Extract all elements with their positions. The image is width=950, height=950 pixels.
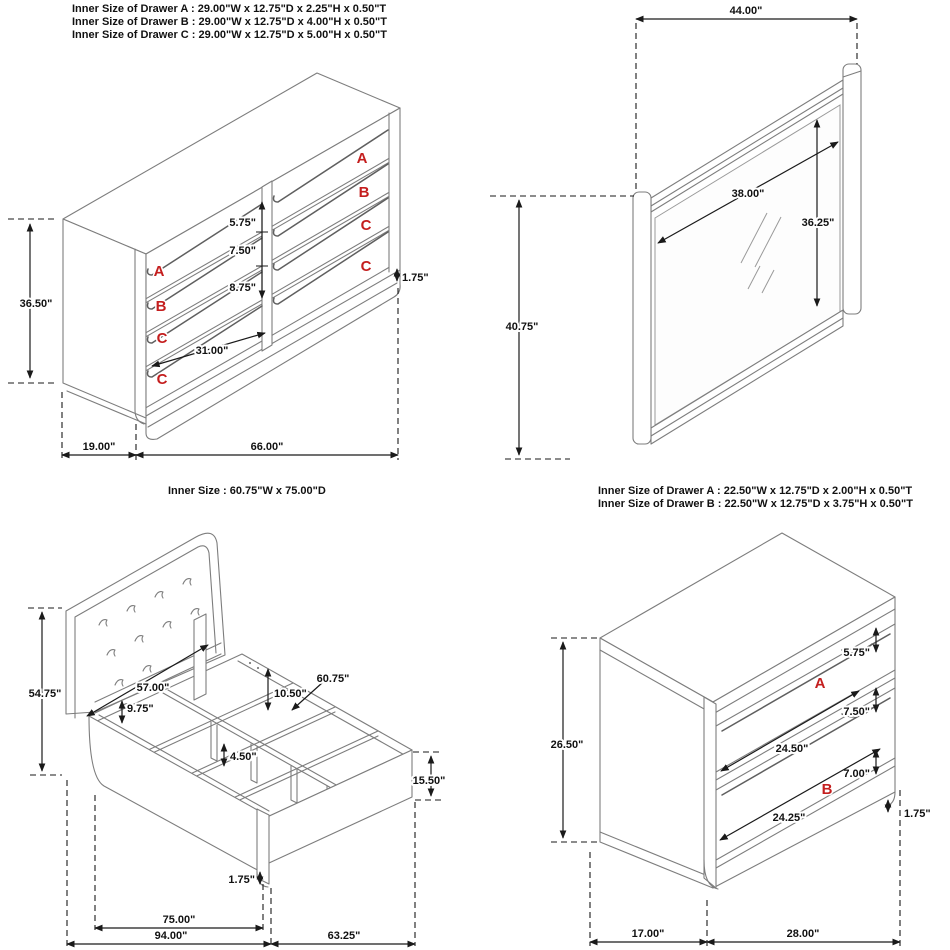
bed-slats bbox=[145, 682, 379, 805]
nightstand-drawer-b-width-dim: 24.25" bbox=[773, 812, 806, 824]
nightstand-gap-top-dim: 5.75" bbox=[843, 647, 870, 659]
dresser-left-drawer-a-label: A bbox=[154, 263, 165, 280]
nightstand-drawer-a-pull bbox=[841, 643, 873, 654]
nightstand-toe-kick-dim: 1.75" bbox=[904, 808, 931, 820]
bed-height-dim: 54.75" bbox=[29, 688, 62, 700]
bed-foot-dim: 1.75" bbox=[228, 874, 255, 886]
bed-drawing: 54.75" 57.00" 9.75" 10.50" 60.75" 4.50" … bbox=[27, 532, 447, 948]
dresser-right-drawer-c1-label: C bbox=[361, 217, 372, 234]
bed-headboard-width-dim: 57.00" bbox=[137, 682, 170, 694]
nightstand-height-dim: 26.50" bbox=[551, 739, 584, 751]
mirror-drawing: 44.00" 40.75" 38.00" 36.25" bbox=[490, 3, 862, 460]
nightstand-inner-size-text: Inner Size of Drawer A : 22.50"W x 12.75… bbox=[598, 485, 913, 511]
nightstand-drawer-b-label: B bbox=[822, 781, 833, 798]
bed-slat-leg-dim: 4.50" bbox=[230, 751, 257, 763]
dresser-inner-size-text: Inner Size of Drawer A : 29.00"W x 12.75… bbox=[72, 3, 387, 42]
dresser-drawer-a-spec: Inner Size of Drawer A : 29.00"W x 12.75… bbox=[72, 3, 387, 15]
mirror-height-dim: 40.75" bbox=[506, 321, 539, 333]
bed-inner-size-text: Inner Size : 60.75"W x 75.00"D bbox=[168, 485, 326, 498]
dresser-depth-dim: 19.00" bbox=[83, 441, 116, 453]
dresser-left-face bbox=[62, 218, 147, 419]
nightstand-depth-dim: 17.00" bbox=[632, 928, 665, 940]
dresser-height-dim: 36.50" bbox=[20, 298, 53, 310]
bed-rail-band-dim: 9.75" bbox=[127, 703, 154, 715]
bed-inner-length-dim: 75.00" bbox=[163, 914, 196, 926]
dresser-drawer-b-height-dim: 7.50" bbox=[229, 245, 256, 257]
nightstand-drawer-a-label: A bbox=[815, 675, 826, 692]
dresser-drawing: A B C C A B C C 5.75" 7.50" 8.75" 31.00"… bbox=[8, 72, 431, 460]
nightstand-width-dim: 28.00" bbox=[787, 928, 820, 940]
bed-headboard-post bbox=[193, 613, 207, 701]
dresser-drawer-b-spec: Inner Size of Drawer B : 29.00"W x 12.75… bbox=[72, 16, 387, 28]
nightstand-corner-post bbox=[703, 696, 717, 889]
mirror-width-dim: 44.00" bbox=[730, 5, 763, 17]
bed-inner-width-dim: 60.75" bbox=[317, 673, 350, 685]
bed-outer-width-dim: 63.25" bbox=[328, 930, 361, 942]
dresser-left-drawer-c1-label: C bbox=[157, 330, 168, 347]
bed-left-rail-face bbox=[88, 715, 262, 873]
dresser-right-drawer-b-label: B bbox=[359, 184, 370, 201]
dresser-left-drawer-c2-label: C bbox=[157, 371, 168, 388]
dresser-drawer-width-dim: 31.00" bbox=[196, 345, 229, 357]
dresser-drawer-a-height-dim: 5.75" bbox=[229, 217, 256, 229]
bed-foot-corner-post bbox=[256, 808, 270, 885]
bed-inner-size-spec: Inner Size : 60.75"W x 75.00"D bbox=[168, 485, 326, 497]
bed-outer-length-dim: 94.00" bbox=[155, 930, 188, 942]
dresser-drawer-c-spec: Inner Size of Drawer C : 29.00"W x 12.75… bbox=[72, 29, 387, 41]
bed-rail-inner-height-dim: 10.50" bbox=[274, 688, 307, 700]
nightstand-drawer-b-spec: Inner Size of Drawer B : 22.50"W x 12.75… bbox=[598, 498, 913, 510]
mirror-left-post bbox=[632, 191, 652, 445]
dresser-width-dim: 66.00" bbox=[251, 441, 284, 453]
mirror-right-post bbox=[842, 63, 862, 315]
nightstand-gap-bottom-dim: 7.00" bbox=[843, 768, 870, 780]
dresser-right-drawer-c2-label: C bbox=[361, 258, 372, 275]
mirror-glass-width-dim: 38.00" bbox=[732, 188, 765, 200]
mirror-glass-height-dim: 36.25" bbox=[802, 217, 835, 229]
nightstand-drawing: A B 26.50" 5.75" 7.50" 7.00" 24.50" 24.2… bbox=[549, 532, 933, 946]
dresser-drawer-c-height-dim: 8.75" bbox=[229, 282, 256, 294]
dresser-right-drawer-a-label: A bbox=[357, 150, 368, 167]
dresser-toe-kick-dim: 1.75" bbox=[402, 272, 429, 284]
nightstand-drawer-a-width-dim: 24.50" bbox=[776, 743, 809, 755]
bed-side-rail-height-dim: 15.50" bbox=[413, 775, 446, 787]
dresser-left-drawer-b-label: B bbox=[156, 298, 167, 315]
nightstand-gap-mid-dim: 7.50" bbox=[843, 706, 870, 718]
nightstand-drawer-a-spec: Inner Size of Drawer A : 22.50"W x 12.75… bbox=[598, 485, 913, 497]
